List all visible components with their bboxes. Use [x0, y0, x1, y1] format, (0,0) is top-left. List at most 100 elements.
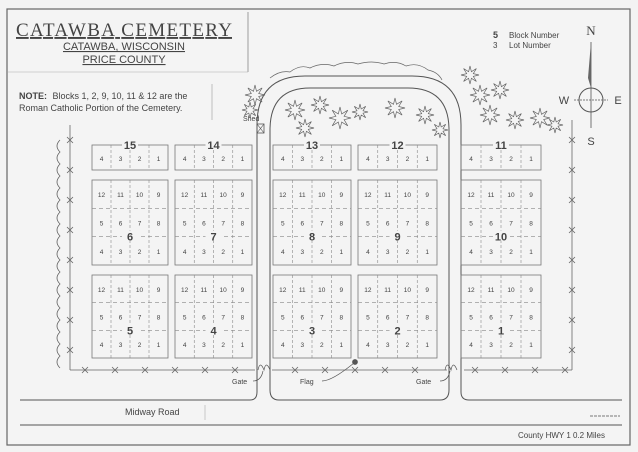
- gate-right-icon: [444, 364, 458, 372]
- lot-number: 11: [488, 287, 495, 294]
- block-number: 6: [127, 232, 133, 244]
- compass-n: N: [586, 23, 596, 38]
- lot-number: 6: [386, 315, 390, 322]
- lot-number: 1: [157, 342, 161, 349]
- lot-number: 10: [507, 192, 515, 199]
- lot-number: 1: [241, 249, 245, 256]
- lot-number: 7: [320, 315, 324, 322]
- block-number: 3: [309, 325, 315, 337]
- lot-number: 8: [241, 315, 245, 322]
- lot-number: 2: [320, 156, 324, 163]
- lot-number: 3: [489, 249, 493, 256]
- legend: 5 Block Number 3 Lot Number: [493, 30, 560, 50]
- note-label: NOTE:: [19, 91, 47, 101]
- lot-number: 7: [406, 221, 410, 228]
- block-number: 9: [394, 232, 400, 244]
- lot-number: 10: [220, 287, 228, 294]
- lot-number: 9: [241, 192, 245, 199]
- lot-number: 4: [183, 249, 187, 256]
- lot-number: 4: [183, 156, 187, 163]
- lot-number: 1: [529, 342, 533, 349]
- lot-number: 3: [300, 156, 304, 163]
- lot-number: 3: [300, 342, 304, 349]
- lot-number: 2: [509, 249, 513, 256]
- lot-number: 8: [425, 221, 429, 228]
- lot-number: 2: [221, 156, 225, 163]
- lot-number: 2: [221, 249, 225, 256]
- lot-number: 12: [364, 192, 372, 199]
- lot-number: 3: [202, 156, 206, 163]
- lot-number: 5: [366, 315, 370, 322]
- lot-number: 3: [202, 342, 206, 349]
- lot-number: 3: [489, 342, 493, 349]
- tree-icon: [431, 121, 449, 139]
- lot-number: 5: [281, 315, 285, 322]
- cemetery-title: CATAWBA CEMETERY: [16, 20, 232, 41]
- lot-number: 1: [425, 156, 429, 163]
- tree-icon: [490, 80, 510, 100]
- lot-number: 6: [202, 221, 206, 228]
- lot-number: 4: [366, 342, 370, 349]
- gate-left-label: Gate: [232, 379, 247, 386]
- lot-number: 4: [183, 342, 187, 349]
- lot-number: 4: [366, 156, 370, 163]
- lot-number: 5: [183, 315, 187, 322]
- lot-number: 4: [469, 249, 473, 256]
- note-line2: Roman Catholic Portion of the Cemetery.: [19, 103, 182, 113]
- lot-number: 7: [221, 315, 225, 322]
- road-label: Midway Road: [125, 407, 180, 417]
- lot-number: 11: [384, 287, 391, 294]
- lot-number: 1: [529, 249, 533, 256]
- lot-number: 9: [339, 287, 343, 294]
- block-number: 10: [495, 232, 507, 244]
- legend-lot-sample: 3: [493, 41, 498, 50]
- lot-number: 3: [386, 156, 390, 163]
- lot-number: 8: [425, 315, 429, 322]
- lot-number: 4: [281, 249, 285, 256]
- tree-icon: [310, 95, 330, 115]
- lot-number: 12: [181, 287, 189, 294]
- lot-number: 2: [406, 156, 410, 163]
- lot-number: 6: [489, 315, 493, 322]
- lot-number: 10: [136, 192, 144, 199]
- lot-number: 9: [529, 192, 533, 199]
- lot-number: 12: [98, 192, 106, 199]
- lot-number: 12: [98, 287, 106, 294]
- lot-number: 10: [318, 192, 326, 199]
- lot-number: 7: [221, 221, 225, 228]
- gate-right-label: Gate: [416, 379, 431, 386]
- lot-number: 4: [281, 342, 285, 349]
- lot-number: 9: [241, 287, 245, 294]
- lot-number: 3: [300, 249, 304, 256]
- lot-number: 1: [157, 249, 161, 256]
- tree-icon: [479, 104, 501, 126]
- lot-number: 3: [119, 342, 123, 349]
- lot-number: 11: [299, 192, 306, 199]
- lot-number: 2: [320, 249, 324, 256]
- tree-icon: [529, 107, 551, 129]
- lot-number: 1: [425, 249, 429, 256]
- compass-e: E: [614, 95, 621, 107]
- lot-number: 5: [281, 221, 285, 228]
- lot-number: 10: [136, 287, 144, 294]
- lot-number: 4: [366, 249, 370, 256]
- lot-number: 4: [100, 342, 104, 349]
- lot-number: 7: [138, 221, 142, 228]
- title-county: PRICE COUNTY: [82, 54, 166, 66]
